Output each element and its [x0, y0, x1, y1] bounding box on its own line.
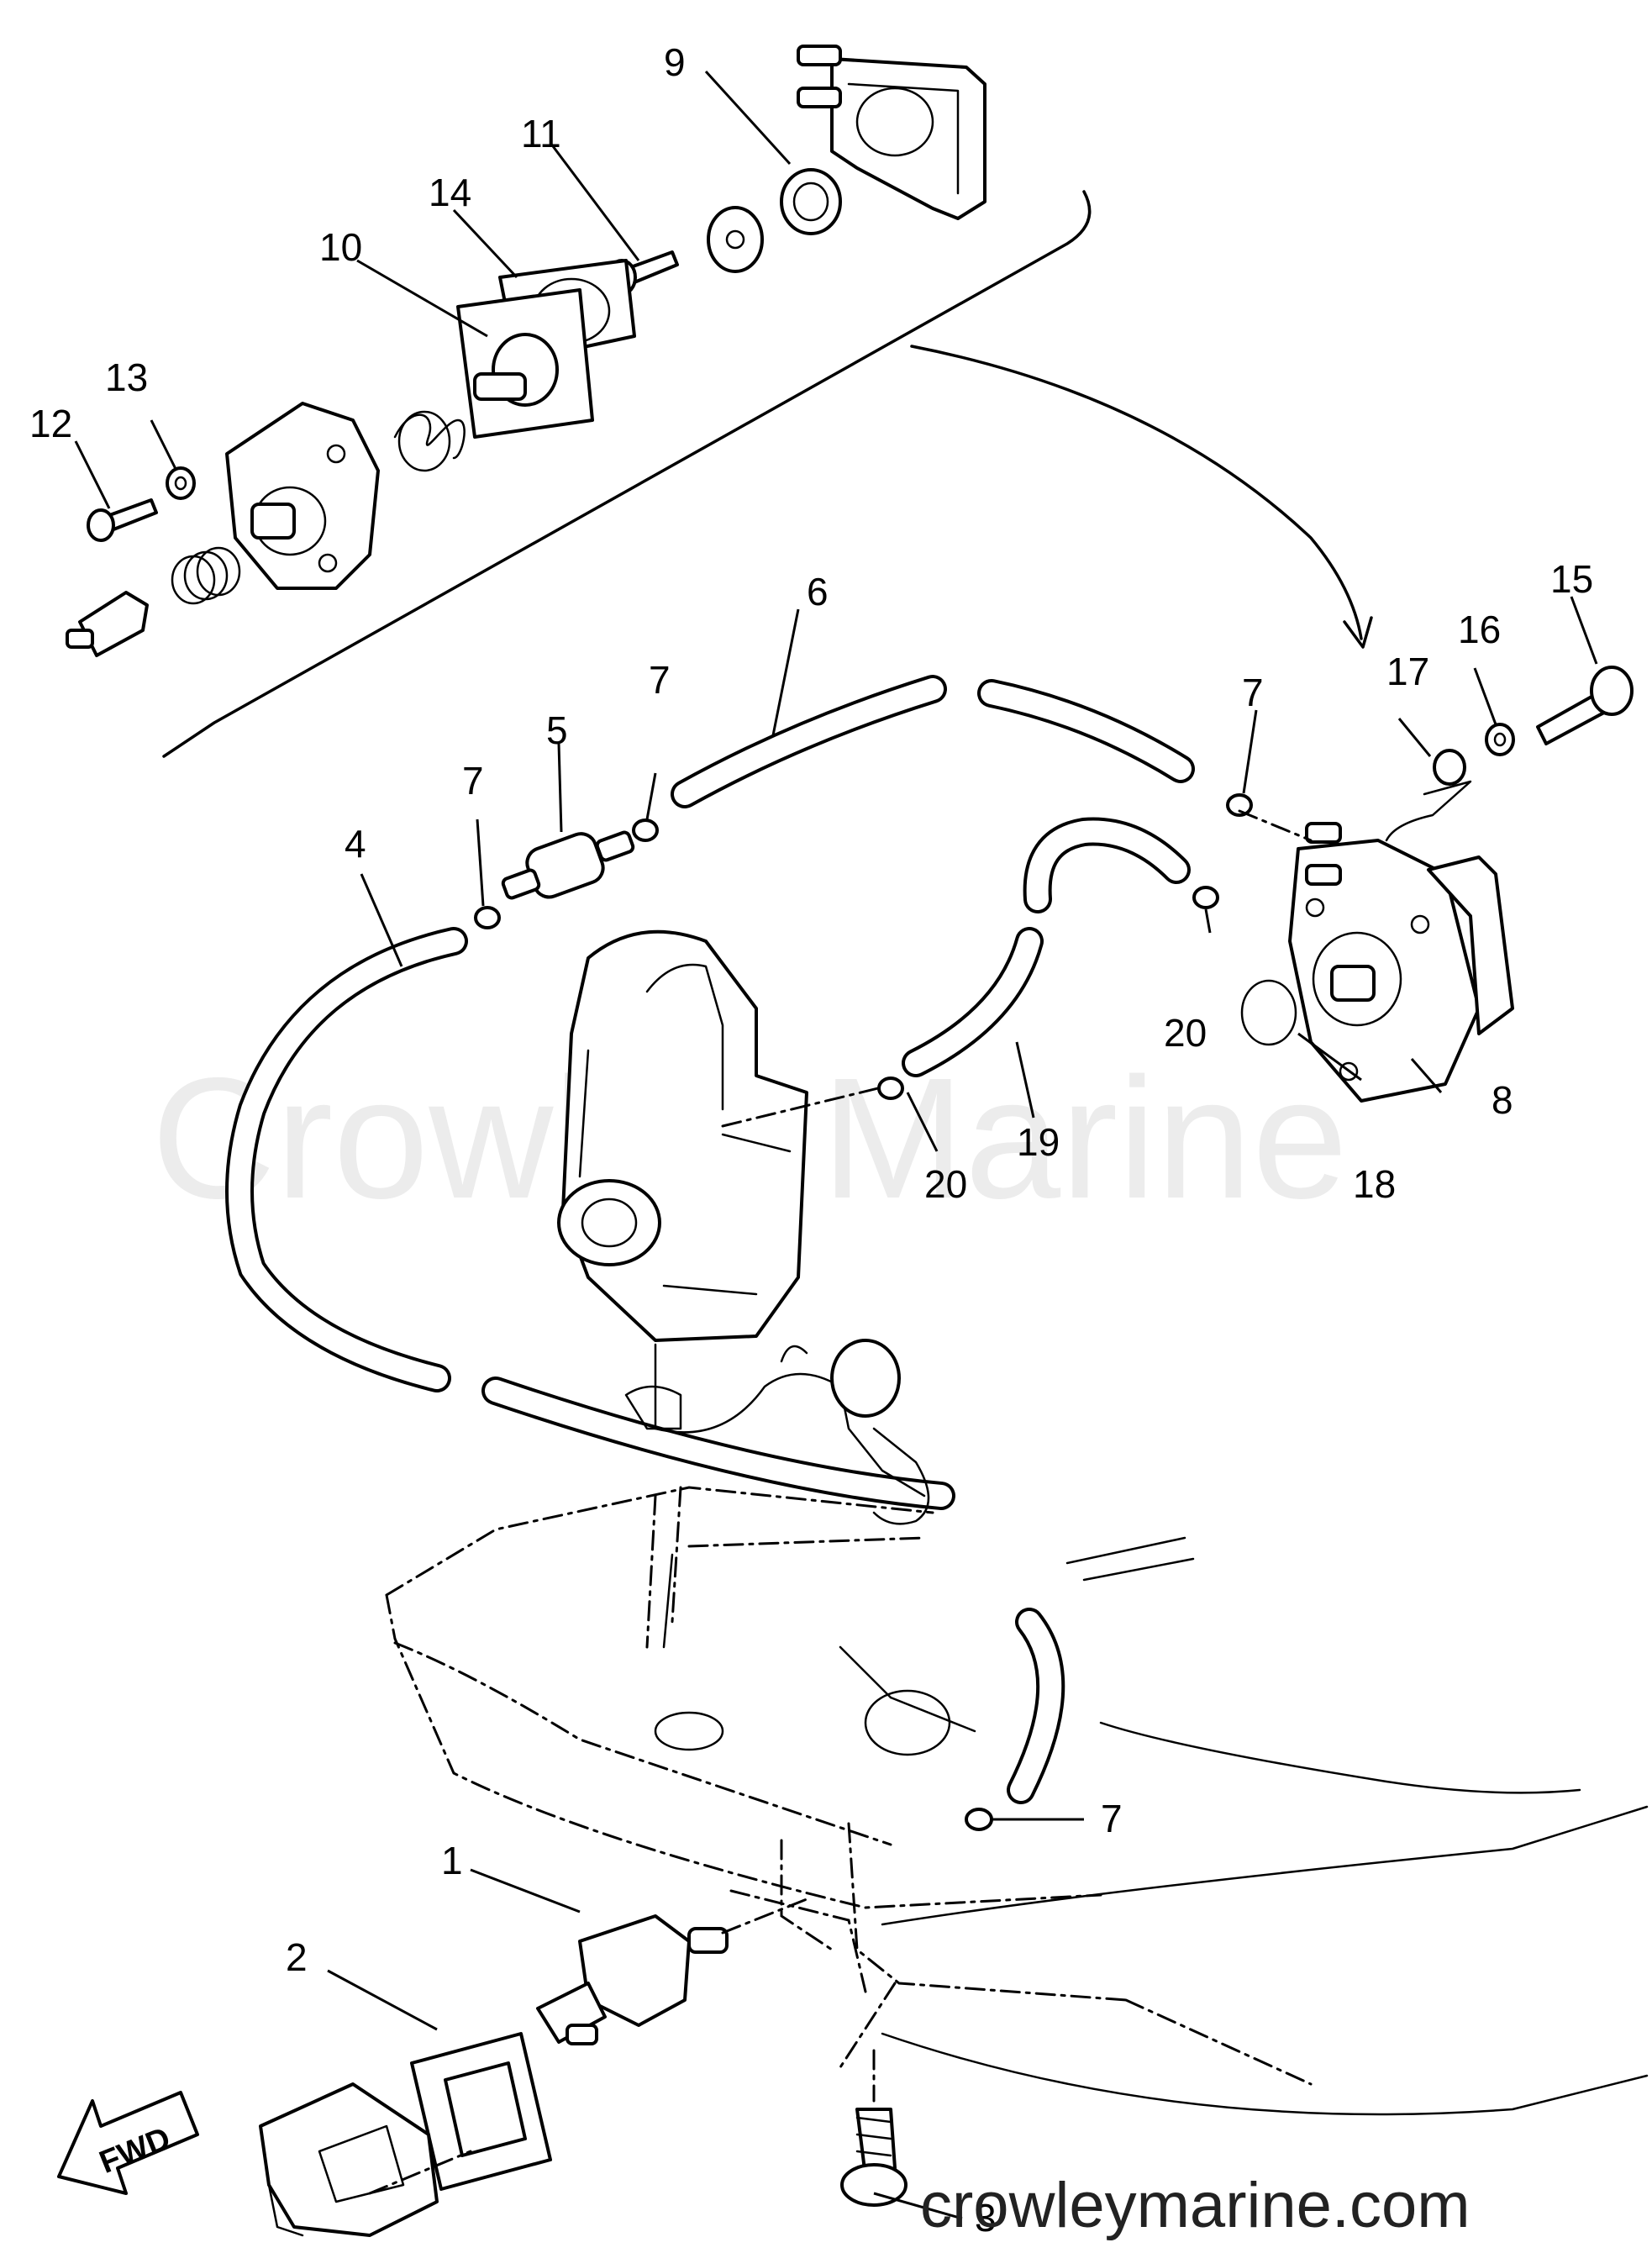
- hose-19: [902, 817, 1191, 1077]
- spring-upper: [393, 410, 466, 472]
- site-url: crowleymarine.com: [920, 2170, 1470, 2241]
- exploded-view-outline: [162, 190, 1092, 758]
- joint-guide: [721, 1898, 808, 1935]
- clip-7b: [632, 819, 659, 842]
- callout-5: 5: [546, 708, 568, 752]
- arrow-head: [1343, 616, 1373, 649]
- callout-19: 19: [1017, 1120, 1060, 1164]
- diaphragm-10: [456, 288, 594, 439]
- pump-cover: [797, 45, 986, 220]
- callout-10: 10: [319, 225, 362, 269]
- pump-body-left: [225, 402, 380, 590]
- washer-17: [1433, 749, 1466, 786]
- screw-12: [87, 498, 158, 542]
- callout-6: 6: [807, 570, 829, 613]
- drain-screw-3: [840, 2108, 908, 2207]
- exploded-view-arrow: [910, 345, 1363, 640]
- fuel-joint-1: [536, 1914, 729, 2045]
- callout-20-a: 20: [1164, 1011, 1207, 1055]
- callout-9: 9: [664, 40, 686, 84]
- callout-7-a: 7: [462, 759, 484, 803]
- leader-lines: [74, 70, 1598, 2220]
- washer-16: [1485, 723, 1515, 756]
- callout-20-b: 20: [924, 1162, 967, 1206]
- valve-plate: [707, 206, 764, 273]
- fuel-filter-5: [501, 830, 635, 900]
- carburetor: [557, 929, 808, 1342]
- callout-1: 1: [441, 1839, 463, 1882]
- clip-7c: [1226, 793, 1253, 817]
- hose-4: [225, 927, 955, 1510]
- callout-17: 17: [1386, 650, 1429, 693]
- callout-8: 8: [1492, 1078, 1513, 1122]
- callout-12: 12: [29, 402, 72, 445]
- callout-2: 2: [286, 1935, 308, 1979]
- connector: [259, 2082, 439, 2237]
- callout-13: 13: [105, 355, 148, 399]
- callout-7-b: 7: [649, 658, 671, 702]
- engine-base: [385, 1486, 1313, 2086]
- grommet-2: [410, 2032, 552, 2191]
- callout-labels: 9 11 14 10 13 12 6 7 5 7 4 7 20 20 19 18…: [29, 40, 1593, 2240]
- assembly-guide-b: [1238, 809, 1313, 842]
- connector-guide: [368, 2150, 472, 2195]
- hull-lines: [654, 1536, 1649, 2116]
- hose-end-bottom: [1007, 1608, 1065, 1804]
- fuel-pump-8: [1288, 822, 1514, 1103]
- callout-15: 15: [1550, 557, 1593, 601]
- callout-14: 14: [429, 171, 471, 214]
- forward-arrow-icon: FWD: [57, 2091, 199, 2195]
- hose-6: [671, 675, 1195, 808]
- callout-3: 3: [975, 2196, 997, 2240]
- intake-lever: [624, 1339, 930, 1525]
- callout-7-c: 7: [1242, 671, 1264, 714]
- callout-4: 4: [345, 822, 366, 866]
- spring-lower: [171, 546, 241, 605]
- callout-16: 16: [1458, 608, 1501, 651]
- clip-7a: [474, 906, 501, 929]
- o-ring-18: [1240, 979, 1297, 1046]
- clip-20a: [1192, 886, 1219, 909]
- check-valve-lower: [66, 591, 149, 657]
- callout-18: 18: [1353, 1162, 1396, 1206]
- carb-hose-guide: [721, 1087, 880, 1128]
- bolt-15: [1536, 666, 1634, 745]
- clip-7d: [965, 1808, 993, 1831]
- callout-7-d: 7: [1101, 1797, 1123, 1840]
- clip-20b: [877, 1076, 904, 1100]
- callout-11: 11: [521, 112, 561, 155]
- assembly-guide-a: [1385, 780, 1472, 842]
- check-valve-disk: [780, 168, 842, 235]
- washer-13: [166, 466, 196, 500]
